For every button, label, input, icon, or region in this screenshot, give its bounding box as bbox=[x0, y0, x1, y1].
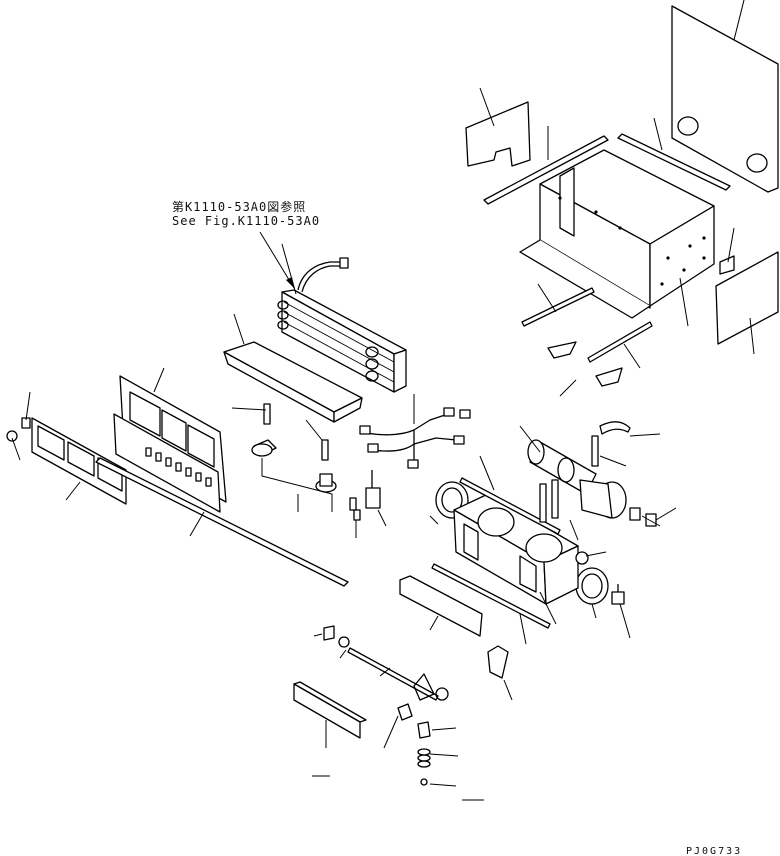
seal-strip bbox=[483, 133, 731, 205]
clamp bbox=[575, 507, 657, 605]
insulation-pad bbox=[465, 101, 531, 167]
switch-items bbox=[251, 403, 337, 493]
trim-strip bbox=[95, 457, 349, 587]
reference-note-japanese: 第K1110-53A0図参照 bbox=[172, 200, 307, 214]
small-fittings bbox=[397, 703, 431, 786]
drain-pan bbox=[223, 341, 363, 423]
front-bezel bbox=[31, 417, 127, 505]
reference-note-english: See Fig.K1110-53A0 bbox=[172, 214, 321, 228]
heater-case bbox=[519, 149, 715, 319]
damper bbox=[399, 575, 483, 637]
wiring-harness bbox=[359, 407, 471, 469]
seal-strip-lower bbox=[521, 287, 653, 363]
cover-panel bbox=[293, 681, 367, 739]
blower-unit bbox=[453, 493, 579, 605]
side-insulation bbox=[715, 251, 779, 345]
control-panel bbox=[113, 375, 227, 513]
knob bbox=[6, 417, 31, 442]
heater-core bbox=[277, 257, 407, 393]
bracket bbox=[591, 421, 631, 467]
drawing-code: PJ0G733 bbox=[686, 846, 743, 856]
side-strips bbox=[431, 477, 561, 629]
resistor bbox=[349, 470, 381, 521]
gasket-pieces bbox=[547, 341, 623, 387]
filter bbox=[487, 645, 509, 679]
reference-arrow bbox=[259, 231, 295, 289]
blower-motor bbox=[527, 439, 627, 519]
linkage-rod bbox=[323, 625, 449, 701]
cover-plate bbox=[671, 5, 779, 193]
leader-lines bbox=[11, 0, 755, 801]
